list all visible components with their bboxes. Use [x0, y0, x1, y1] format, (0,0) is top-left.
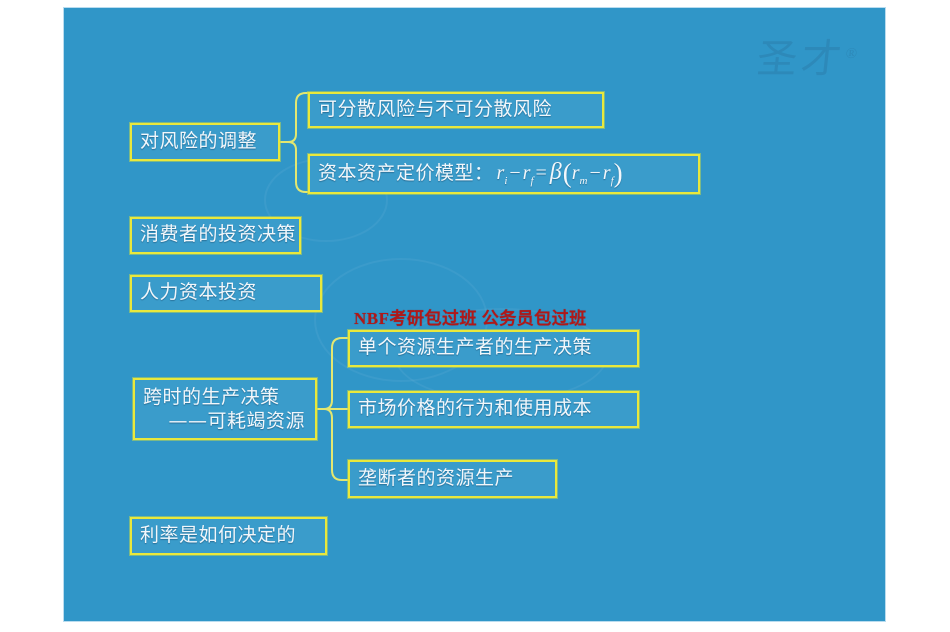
- capm-rhs-var1: r: [571, 161, 580, 184]
- node-intertemporal-line2: ——可耗竭资源: [168, 409, 305, 432]
- capm-lhs-var: r: [496, 161, 505, 184]
- capm-rhs-sub2: f: [610, 174, 614, 187]
- node-interest-rate[interactable]: 利率是如何决定的: [129, 516, 328, 556]
- capm-lhs-sub2: f: [530, 174, 534, 187]
- node-capm[interactable]: 资本资产定价模型： ri−rf=β(rm−rf): [307, 153, 701, 195]
- node-risk-adjustment-label: 对风险的调整: [140, 129, 258, 152]
- node-monopolist-production-label: 垄断者的资源生产: [358, 466, 515, 489]
- node-capm-label: 资本资产定价模型：: [318, 161, 494, 184]
- node-diversifiable-risk[interactable]: 可分散风险与不可分散风险: [307, 91, 605, 129]
- node-single-producer[interactable]: 单个资源生产者的生产决策: [347, 329, 640, 368]
- registered-trademark-icon: ®: [844, 46, 858, 62]
- node-monopolist-production[interactable]: 垄断者的资源生产: [347, 459, 558, 499]
- capm-equals: =: [535, 161, 547, 184]
- brand-watermark: 圣才®: [734, 22, 861, 88]
- capm-lhs-var2: r: [522, 161, 531, 184]
- capm-minus-2: −: [589, 161, 601, 184]
- node-consumer-investment-label: 消费者的投资决策: [140, 223, 297, 246]
- node-diversifiable-risk-label: 可分散风险与不可分散风险: [318, 97, 553, 120]
- node-human-capital-label: 人力资本投资: [140, 281, 258, 304]
- slide-blue-area: 对风险的调整 可分散风险与不可分散风险 资本资产定价模型： ri−rf=β(rm…: [64, 8, 885, 621]
- node-market-price-behavior-label: 市场价格的行为和使用成本: [358, 397, 593, 420]
- node-intertemporal-production[interactable]: 跨时的生产决策 ——可耗竭资源: [132, 377, 318, 441]
- capm-formula: ri−rf=β(rm−rf): [494, 157, 623, 191]
- node-single-producer-label: 单个资源生产者的生产决策: [358, 336, 593, 359]
- node-consumer-investment[interactable]: 消费者的投资决策: [129, 216, 302, 255]
- advertisement-watermark: NBF考研包过班 公务员包过班: [354, 309, 587, 328]
- capm-close-paren: ): [613, 157, 623, 188]
- brand-watermark-text: 圣才: [754, 36, 848, 82]
- node-market-price-behavior[interactable]: 市场价格的行为和使用成本: [347, 390, 640, 429]
- capm-open-paren: (: [562, 157, 572, 188]
- capm-lhs-sub1: i: [504, 174, 508, 187]
- capm-rhs-var2: r: [602, 161, 611, 184]
- capm-rhs-sub1: m: [579, 174, 588, 187]
- capm-beta: β: [549, 158, 562, 185]
- capm-minus-1: −: [509, 161, 521, 184]
- node-intertemporal-line1: 跨时的生产决策: [143, 386, 280, 408]
- node-interest-rate-label: 利率是如何决定的: [140, 523, 297, 546]
- node-human-capital[interactable]: 人力资本投资: [129, 274, 323, 313]
- node-risk-adjustment[interactable]: 对风险的调整: [129, 122, 281, 162]
